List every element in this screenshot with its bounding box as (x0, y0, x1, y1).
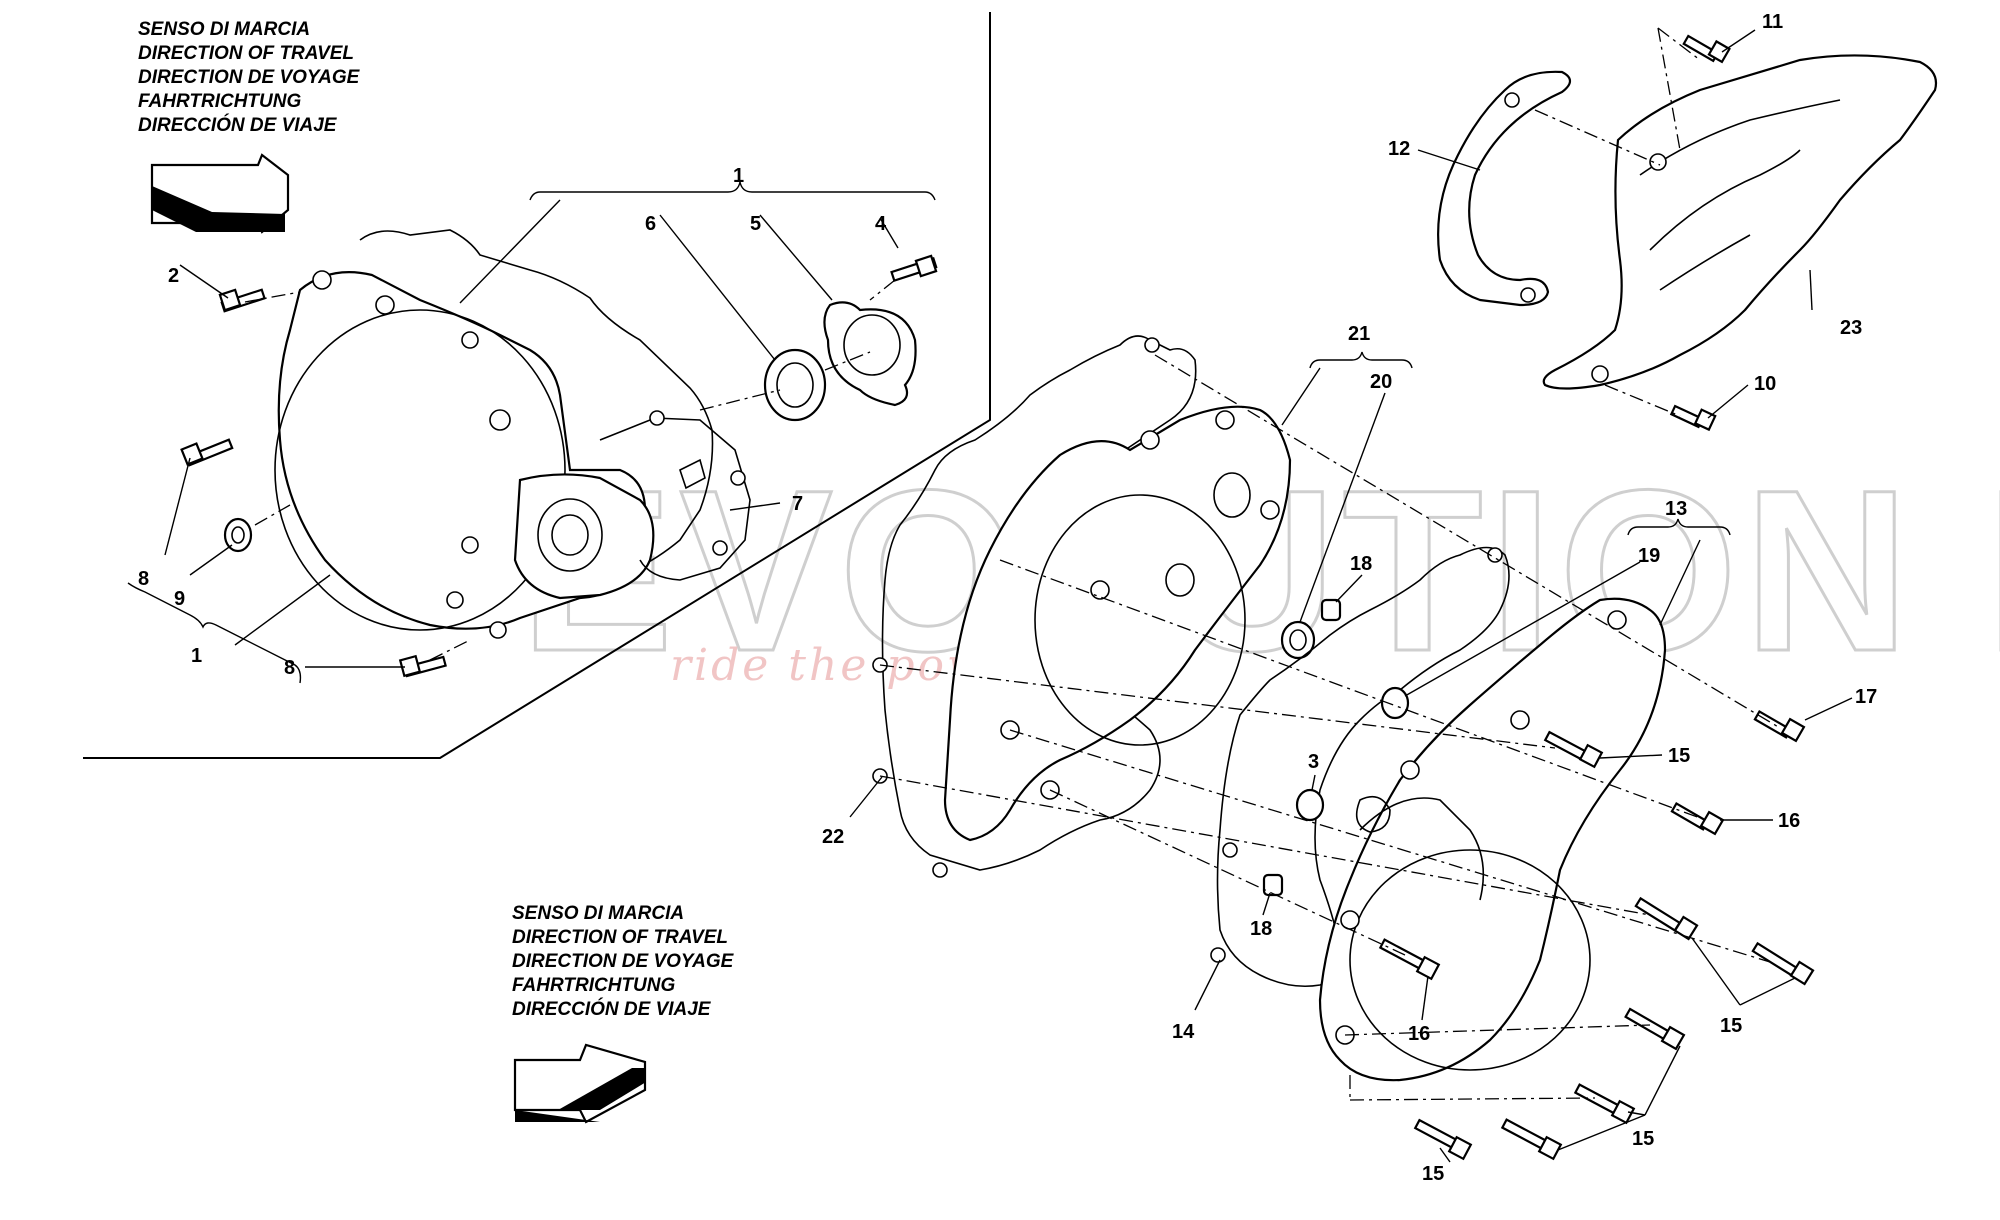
screw-icon (180, 438, 234, 467)
callout-9: 9 (174, 588, 185, 610)
callout-18-top: 18 (1350, 553, 1372, 575)
callout-13: 13 (1665, 498, 1687, 520)
direction-of-travel-top: SENSO DI MARCIA DIRECTION OF TRAVEL DIRE… (138, 19, 361, 136)
callout-14: 14 (1172, 1021, 1195, 1043)
callout-20: 20 (1370, 371, 1392, 393)
ignition-leaders (849, 351, 1853, 1163)
callout-15-c: 15 (1632, 1128, 1654, 1150)
callout-21: 21 (1348, 323, 1370, 345)
callout-8-bottom: 8 (284, 657, 295, 679)
callout-4: 4 (875, 213, 887, 235)
callout-6: 6 (645, 213, 656, 235)
callout-labels: 1 6 5 4 2 7 8 9 1 8 11 12 23 10 21 20 18… (138, 11, 1877, 1185)
screw-icon (1682, 34, 1731, 64)
callout-15-d: 15 (1422, 1163, 1444, 1185)
callout-3: 3 (1308, 751, 1319, 773)
callout-22: 22 (822, 826, 844, 848)
direction-line: DIRECCIÓN DE VIAJE (512, 998, 712, 1020)
screw-icon (1500, 1118, 1563, 1161)
direction-line: DIRECTION OF TRAVEL (138, 43, 354, 64)
screw-icon (1543, 730, 1604, 769)
direction-arrow-icon (150, 153, 290, 234)
screw-icon (218, 288, 266, 313)
callout-10: 10 (1754, 373, 1776, 395)
inset-frame (83, 12, 991, 759)
direction-line: DIRECCIÓN DE VIAJE (138, 114, 338, 136)
direction-of-travel-bottom: SENSO DI MARCIA DIRECTION OF TRAVEL DIRE… (512, 903, 735, 1020)
callout-5: 5 (750, 213, 761, 235)
callout-16-b: 16 (1408, 1023, 1430, 1045)
direction-line: SENSO DI MARCIA (138, 19, 310, 40)
callout-15-a: 15 (1668, 745, 1690, 767)
direction-line: DIRECTION OF TRAVEL (512, 927, 728, 948)
callout-1-bottom: 1 (191, 645, 202, 667)
screw-icon (1669, 404, 1717, 432)
dowel-icon (1280, 620, 1316, 660)
direction-arrow-icon (513, 1043, 647, 1124)
clutch-cover-assembly (180, 229, 938, 678)
screw-icon (1753, 710, 1806, 743)
callout-12: 12 (1388, 138, 1410, 160)
direction-line: DIRECTION DE VOYAGE (138, 67, 361, 88)
direction-line: FAHRTRICHTUNG (512, 975, 675, 996)
direction-line: DIRECTION DE VOYAGE (512, 951, 735, 972)
callout-11: 11 (1762, 11, 1783, 33)
screw-icon (1624, 1007, 1686, 1051)
callout-18-bottom: 18 (1250, 918, 1272, 940)
sprocket-leaders (1417, 29, 1813, 419)
screw-icon (1413, 1118, 1473, 1161)
callout-7: 7 (792, 493, 803, 515)
screw-icon (1751, 941, 1815, 986)
screw-icon (1670, 802, 1725, 836)
sprocket-cover-assembly (1437, 27, 1938, 432)
screw-icon (1634, 896, 1699, 941)
callout-23: 23 (1840, 317, 1862, 339)
callout-2: 2 (168, 265, 179, 287)
screw-icon (890, 254, 938, 282)
callout-16-a: 16 (1778, 810, 1800, 832)
screw-icon (398, 654, 447, 678)
callout-1: 1 (733, 165, 744, 187)
direction-line: FAHRTRICHTUNG (138, 91, 301, 112)
callout-19: 19 (1638, 545, 1660, 567)
ignition-cover-assembly (872, 335, 1815, 1161)
callout-8: 8 (138, 568, 149, 590)
callout-17: 17 (1855, 686, 1877, 708)
left-inset-leaders (127, 181, 936, 684)
callout-15-b: 15 (1720, 1015, 1742, 1037)
direction-line: SENSO DI MARCIA (512, 903, 684, 924)
screw-icon (1573, 1083, 1636, 1125)
